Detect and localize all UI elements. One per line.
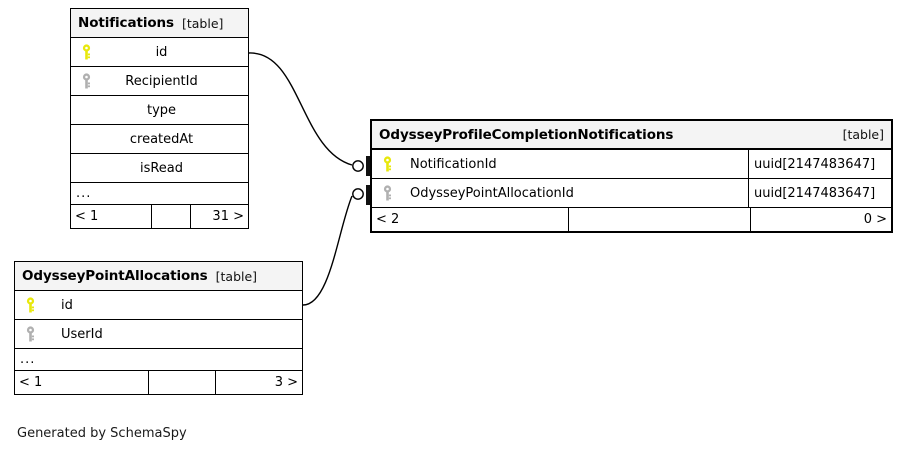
entity-odysseypointallocations[interactable]: OdysseyPointAllocations [table] id <box>14 261 303 395</box>
footer-middle <box>148 371 216 394</box>
entity-type-tag: [table] <box>842 127 884 142</box>
relationship-line-odysseypointallocations-id <box>302 195 353 306</box>
column-name: RecipientId <box>125 73 198 89</box>
column-name: id <box>61 297 73 313</box>
table-row[interactable]: type <box>71 96 248 125</box>
footer-middle <box>568 208 751 231</box>
column-name: id <box>155 44 168 60</box>
primary-key-icon <box>71 43 101 61</box>
column-type: uuid[2147483647] <box>748 179 891 207</box>
relationship-line-notifications-notificationid <box>248 52 353 166</box>
column-name: UserId <box>61 326 103 342</box>
table-row[interactable]: isRead <box>71 154 248 183</box>
table-row[interactable]: id <box>15 291 302 320</box>
footer-parent-count[interactable]: < 2 <box>376 212 400 227</box>
more-columns-indicator: ... <box>71 183 248 205</box>
column-name: type <box>146 102 177 118</box>
footer-middle <box>151 205 191 228</box>
cardinality-zero-or-one-marker-1 <box>352 160 364 172</box>
foreign-key-icon <box>372 184 402 202</box>
footer-parent-count[interactable]: < 1 <box>19 375 43 390</box>
table-row[interactable]: UserId <box>15 320 302 349</box>
primary-key-icon <box>15 296 45 314</box>
footer-child-count[interactable]: 31 > <box>212 209 244 224</box>
entity-header-odysseypointallocations: OdysseyPointAllocations [table] <box>15 262 302 291</box>
table-row[interactable]: id <box>71 38 248 67</box>
column-name: isRead <box>139 160 184 176</box>
more-columns-indicator: ... <box>15 349 302 371</box>
entity-title: OdysseyProfileCompletionNotifications <box>379 126 674 143</box>
entity-header-notifications: Notifications [table] <box>71 9 248 38</box>
entity-footer: < 2 0 > <box>372 208 891 231</box>
footer-child-count[interactable]: 3 > <box>274 375 298 390</box>
column-name: createdAt <box>129 131 194 147</box>
cardinality-zero-or-one-marker-2 <box>352 188 364 200</box>
footer-parent-count[interactable]: < 1 <box>75 209 99 224</box>
entity-type-tag: [table] <box>181 15 224 31</box>
footer-child-count[interactable]: 0 > <box>863 212 887 227</box>
entity-title: Notifications <box>78 15 174 31</box>
table-row[interactable]: OdysseyPointAllocationId uuid[2147483647… <box>372 179 891 208</box>
entity-odysseyprofilecompletionnotifications[interactable]: OdysseyProfileCompletionNotifications [t… <box>370 119 893 233</box>
generated-by-credit: Generated by SchemaSpy <box>17 426 187 441</box>
table-row[interactable]: RecipientId <box>71 67 248 96</box>
entity-type-tag: [table] <box>215 268 258 284</box>
table-row[interactable]: NotificationId uuid[2147483647] <box>372 150 891 179</box>
foreign-key-icon <box>71 72 101 90</box>
entity-header-odysseyprofilecompletionnotifications: OdysseyProfileCompletionNotifications [t… <box>372 121 891 150</box>
column-name: OdysseyPointAllocationId <box>410 185 574 201</box>
entity-footer: < 1 3 > <box>15 371 302 394</box>
column-type: uuid[2147483647] <box>748 150 891 178</box>
table-row[interactable]: createdAt <box>71 125 248 154</box>
column-name: NotificationId <box>410 156 497 172</box>
primary-key-icon <box>372 155 402 173</box>
entity-footer: < 1 31 > <box>71 205 248 228</box>
entity-notifications[interactable]: Notifications [table] id <box>70 8 249 229</box>
entity-title: OdysseyPointAllocations <box>22 268 208 284</box>
foreign-key-icon <box>15 325 45 343</box>
